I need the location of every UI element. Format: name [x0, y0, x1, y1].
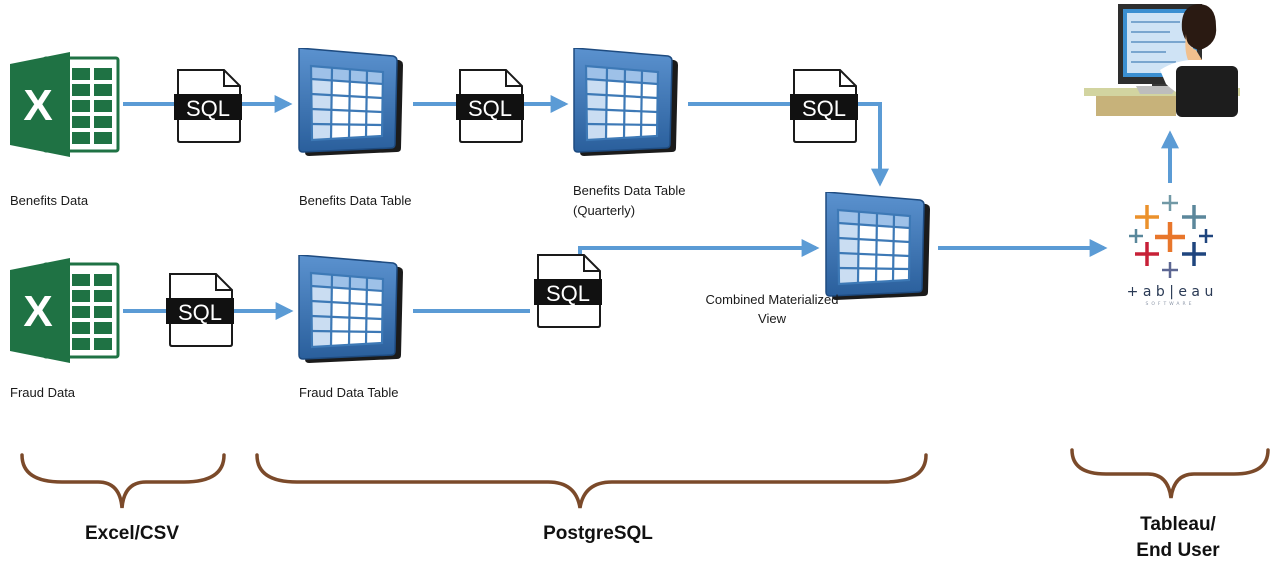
tableau-logo-icon: + a b | e a u SOFTWARE [1127, 195, 1214, 307]
excel-letter: X [23, 81, 52, 130]
node-label-combined-line1: Combined Materialized [705, 292, 839, 307]
sql-label: SQL [178, 300, 222, 325]
node-label-quarterly-line2: (Quarterly) [573, 203, 636, 218]
database-table-icon-combined [824, 192, 932, 302]
database-table-icon-benefits [297, 48, 405, 158]
sql-label: SQL [802, 96, 846, 121]
sql-script-icon-5: SQL [534, 254, 602, 328]
arrow-sql-to-combined [578, 239, 820, 257]
tableau-wordmark: + a b | e a u [1127, 284, 1214, 300]
tableau-software-text: SOFTWARE [1146, 301, 1195, 307]
sql-script-icon-4: SQL [166, 273, 234, 347]
sql-label: SQL [186, 96, 230, 121]
group-label-tableau-line2: End User [1136, 540, 1220, 561]
node-label-combined-line2: View [758, 311, 786, 326]
brace-tableau [1070, 448, 1270, 499]
node-label-benefits-data: Benefits Data [10, 193, 89, 208]
sql-label: SQL [468, 96, 512, 121]
node-label-fraud-data: Fraud Data [10, 385, 76, 400]
connector-lines [123, 95, 1179, 320]
sql-script-icon-1: SQL [174, 69, 242, 143]
database-table-icon-fraud [297, 255, 405, 365]
excel-file-icon-benefits: X [10, 52, 120, 157]
end-user-computer-icon [1084, 4, 1240, 117]
group-label-excel: Excel/CSV [85, 523, 179, 544]
excel-file-icon-fraud: X [10, 258, 120, 363]
brace-postgres [255, 453, 928, 509]
excel-letter: X [23, 287, 52, 336]
node-label-fraud-table: Fraud Data Table [299, 385, 399, 400]
group-label-postgres: PostgreSQL [543, 523, 653, 544]
sql-script-icon-3: SQL [790, 69, 858, 143]
sql-script-icon-2: SQL [456, 69, 524, 143]
group-braces [20, 448, 1270, 509]
database-table-icon-quarterly [572, 48, 680, 158]
group-label-tableau-line1: Tableau/ [1140, 514, 1216, 535]
sql-label: SQL [546, 281, 590, 306]
node-label-quarterly-line1: Benefits Data Table [573, 183, 686, 198]
brace-excel [20, 453, 226, 509]
arrow-sql-down-to-combined [856, 102, 889, 187]
node-label-benefits-table: Benefits Data Table [299, 193, 412, 208]
